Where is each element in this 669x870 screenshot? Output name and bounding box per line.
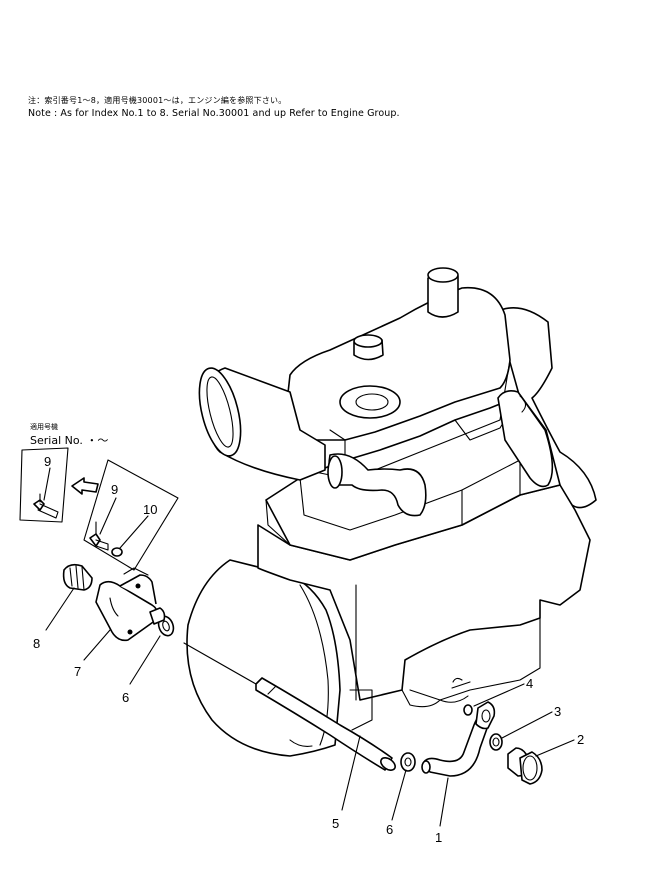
- callout-labels: 9 9 10 8 7 6 5 6 1 4 3 2: [33, 454, 584, 845]
- serial-panel-left: [19, 447, 69, 523]
- callout-9b: 9: [111, 482, 118, 497]
- callout-3: 3: [554, 704, 561, 719]
- intake-elbow: [327, 453, 427, 517]
- intake-tube: [198, 367, 326, 481]
- leader-lines: [43, 467, 575, 827]
- engine-block: [257, 484, 591, 731]
- plug-part-8: [62, 563, 93, 591]
- upper-hose-line: [183, 642, 257, 685]
- exhaust-manifold: [497, 390, 554, 488]
- serial-panel-right: [83, 459, 179, 571]
- washer-part-3: [489, 733, 503, 751]
- callout-6b: 6: [386, 822, 393, 837]
- serial-label-english: Serial No. ・～: [30, 434, 109, 447]
- callout-2: 2: [577, 732, 584, 747]
- callout-1: 1: [435, 830, 442, 845]
- arrow-icon: [71, 477, 99, 495]
- filler-caps: [353, 267, 459, 361]
- hose-part-5: [255, 677, 396, 771]
- callout-4: 4: [526, 676, 533, 691]
- o-ring-part-4: [463, 704, 473, 716]
- note-english: Note : As for Index No.1 to 8. Serial No…: [28, 108, 400, 119]
- serial-label-japanese: 適用号機: [30, 423, 58, 431]
- clamp-part-6b: [400, 752, 416, 772]
- callout-9a: 9: [44, 454, 51, 469]
- callout-5: 5: [332, 816, 339, 831]
- note-japanese: 注：索引番号1～8，適用号機30001～は，エンジン編を参照下さい。: [28, 96, 287, 105]
- pipe-part-1: [421, 701, 496, 777]
- rocker-cover: [284, 286, 511, 479]
- bolt-part-2: [507, 747, 543, 785]
- callout-10: 10: [143, 502, 157, 517]
- callout-6a: 6: [122, 690, 129, 705]
- fitting-part-7: [95, 567, 166, 642]
- callout-8: 8: [33, 636, 40, 651]
- callout-7: 7: [74, 664, 81, 679]
